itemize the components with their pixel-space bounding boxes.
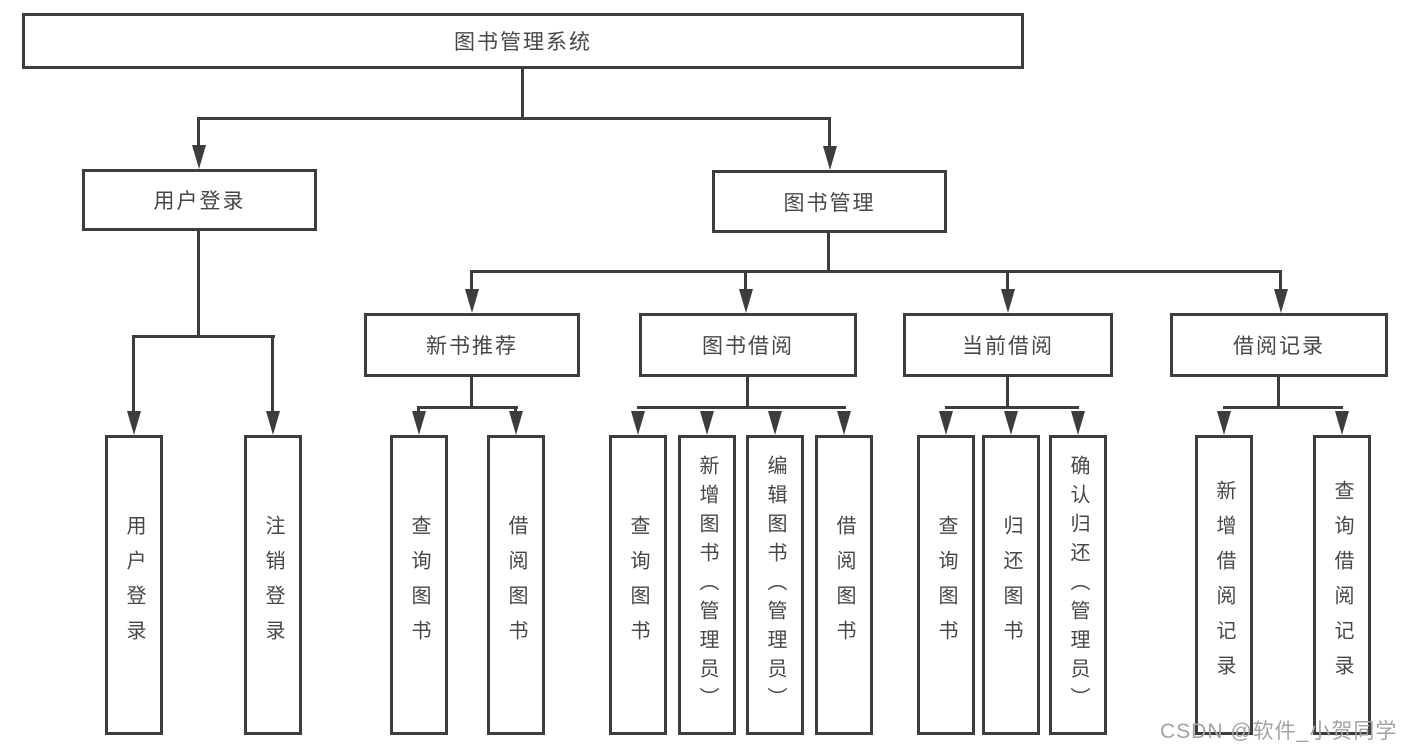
connector-user-login-stub bbox=[197, 231, 200, 335]
arrowhead-borrow-book bbox=[837, 411, 851, 435]
node-book-management: 图书管理 bbox=[712, 170, 947, 233]
node-new-book-recommend-label: 新书推荐 bbox=[426, 335, 518, 358]
leaf-query-books-borrow: 查询图书 bbox=[609, 435, 667, 735]
connector-current-borrow-horizontal bbox=[945, 406, 1079, 409]
connector-recommend-stub bbox=[470, 377, 473, 406]
node-root-label: 图书管理系统 bbox=[454, 31, 592, 54]
arrowhead-borrow-book-recommend bbox=[509, 411, 523, 435]
connector-to-borrow-records bbox=[1279, 270, 1282, 291]
leaf-borrow-book: 借阅图书 bbox=[815, 435, 873, 735]
csdn-watermark: CSDN @软件_小贺同学 bbox=[1160, 720, 1398, 743]
connector-to-leaf-logout bbox=[271, 335, 274, 413]
arrowhead-book-borrow bbox=[739, 289, 753, 313]
leaf-borrow-book-recommend: 借阅图书 bbox=[487, 435, 545, 735]
arrowhead-add-book-admin bbox=[700, 411, 714, 435]
connector-book-management-stub bbox=[827, 233, 830, 270]
connector-to-leaf-user-login bbox=[132, 335, 135, 413]
leaf-edit-book-admin: 编辑图书（管理员） bbox=[746, 435, 804, 735]
node-book-borrow-label: 图书借阅 bbox=[702, 335, 794, 358]
connector-to-book-management bbox=[828, 117, 831, 148]
node-new-book-recommend: 新书推荐 bbox=[364, 313, 580, 377]
arrowhead-add-borrow-record bbox=[1217, 411, 1231, 435]
arrowhead-query-books-recommend bbox=[412, 411, 426, 435]
leaf-confirm-return-admin-label: 确认归还（管理员） bbox=[1067, 454, 1089, 716]
leaf-query-books-current: 查询图书 bbox=[917, 435, 975, 735]
leaf-confirm-return-admin: 确认归还（管理员） bbox=[1049, 435, 1107, 735]
connector-root-stub bbox=[521, 69, 524, 117]
node-current-borrow-label: 当前借阅 bbox=[962, 335, 1054, 358]
connector-borrow-records-horizontal bbox=[1223, 406, 1343, 409]
leaf-add-book-admin: 新增图书（管理员） bbox=[678, 435, 736, 735]
arrowhead-leaf-logout bbox=[266, 411, 280, 435]
arrowhead-borrow-records bbox=[1274, 289, 1288, 313]
leaf-user-login-label: 用户登录 bbox=[123, 515, 145, 655]
arrowhead-query-books-borrow bbox=[631, 411, 645, 435]
connector-to-current-borrow bbox=[1006, 270, 1009, 291]
arrowhead-current-borrow bbox=[1001, 289, 1015, 313]
node-book-borrow: 图书借阅 bbox=[639, 313, 857, 377]
leaf-borrow-book-recommend-label: 借阅图书 bbox=[505, 515, 527, 655]
leaf-return-book: 归还图书 bbox=[982, 435, 1040, 735]
leaf-query-books-borrow-label: 查询图书 bbox=[627, 515, 649, 655]
leaf-add-book-admin-label: 新增图书（管理员） bbox=[696, 454, 718, 716]
connector-borrow-records-stub bbox=[1277, 377, 1280, 406]
leaf-logout: 注销登录 bbox=[244, 435, 302, 735]
connector-recommend-horizontal bbox=[418, 406, 518, 409]
leaf-query-books-recommend-label: 查询图书 bbox=[408, 515, 430, 655]
connector-to-borrow-book-recommend bbox=[514, 406, 517, 415]
leaf-query-books-current-label: 查询图书 bbox=[935, 515, 957, 655]
leaf-add-borrow-record-label: 新增借阅记录 bbox=[1213, 480, 1235, 690]
arrowhead-leaf-user-login bbox=[127, 411, 141, 435]
arrowhead-edit-book-admin bbox=[768, 411, 782, 435]
leaf-query-books-recommend: 查询图书 bbox=[390, 435, 448, 735]
node-user-login-label: 用户登录 bbox=[153, 190, 246, 213]
node-current-borrow: 当前借阅 bbox=[903, 313, 1113, 377]
leaf-query-borrow-record-label: 查询借阅记录 bbox=[1331, 480, 1353, 690]
node-root: 图书管理系统 bbox=[22, 13, 1024, 69]
connector-to-book-borrow bbox=[744, 270, 747, 291]
leaf-query-borrow-record: 查询借阅记录 bbox=[1313, 435, 1371, 735]
arrowhead-confirm-return-admin bbox=[1071, 411, 1085, 435]
connector-book-borrow-stub bbox=[746, 377, 749, 406]
arrowhead-query-books-current bbox=[939, 411, 953, 435]
node-borrow-records: 借阅记录 bbox=[1170, 313, 1388, 377]
arrowhead-book-management bbox=[823, 146, 837, 170]
node-borrow-records-label: 借阅记录 bbox=[1233, 335, 1325, 358]
arrowhead-user-login bbox=[192, 145, 206, 169]
connector-to-user-login bbox=[197, 117, 200, 147]
leaf-user-login: 用户登录 bbox=[105, 435, 163, 735]
arrowhead-new-book-recommend bbox=[465, 289, 479, 313]
leaf-logout-label: 注销登录 bbox=[262, 515, 284, 655]
node-book-management-label: 图书管理 bbox=[783, 191, 876, 215]
arrowhead-query-borrow-record bbox=[1335, 411, 1349, 435]
connector-to-new-book-recommend bbox=[470, 270, 473, 291]
connector-root-horizontal bbox=[198, 117, 831, 120]
leaf-return-book-label: 归还图书 bbox=[1000, 515, 1022, 655]
connector-current-borrow-stub bbox=[1006, 377, 1009, 406]
connector-to-query-books-recommend bbox=[417, 406, 420, 415]
connector-book-management-horizontal bbox=[470, 270, 1282, 273]
arrowhead-return-book bbox=[1004, 411, 1018, 435]
leaf-add-borrow-record: 新增借阅记录 bbox=[1195, 435, 1253, 735]
node-user-login: 用户登录 bbox=[82, 169, 317, 231]
connector-book-borrow-horizontal bbox=[637, 406, 846, 409]
connector-user-login-horizontal bbox=[133, 335, 275, 338]
leaf-edit-book-admin-label: 编辑图书（管理员） bbox=[764, 454, 786, 716]
leaf-borrow-book-label: 借阅图书 bbox=[833, 515, 855, 655]
